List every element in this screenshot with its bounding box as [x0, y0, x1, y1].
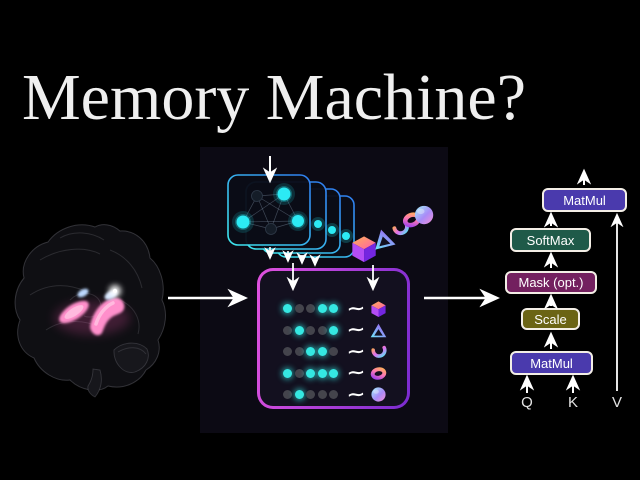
- attention-box-matmul-bottom: MatMul: [510, 351, 593, 375]
- memory-dot-off: [329, 347, 338, 357]
- memory-dot-off: [294, 304, 304, 314]
- memory-association-box: ~~~~~: [257, 268, 410, 409]
- memory-dot-on: [294, 390, 304, 400]
- memory-box-background: ~~~~~: [260, 271, 407, 406]
- memory-dot-on: [283, 304, 292, 314]
- brain-outline: [14, 224, 166, 391]
- memory-dot-on: [329, 368, 338, 378]
- memory-dot-off: [306, 390, 315, 400]
- cube-icon: [370, 301, 386, 318]
- memory-dot-on: [329, 325, 338, 335]
- memory-row: ~: [260, 320, 407, 342]
- attention-box-softmax: SoftMax: [510, 228, 591, 252]
- memory-dot-on: [317, 304, 327, 314]
- memory-dot-off: [283, 325, 292, 335]
- tilde-symbol: ~: [344, 319, 367, 341]
- crescent-icon: [370, 346, 387, 359]
- attention-box-scale: Scale: [521, 308, 580, 330]
- hippocampus-glow: [54, 285, 130, 336]
- memory-row: ~: [260, 341, 407, 363]
- memory-dot-on: [317, 347, 327, 357]
- tilde-symbol: ~: [344, 384, 367, 406]
- attention-box-matmul-top: MatMul: [542, 188, 627, 212]
- tilde-symbol: ~: [344, 362, 367, 384]
- brain-hippocampus-icon: [14, 224, 166, 398]
- input-label-v: V: [611, 394, 622, 411]
- tilde-symbol: ~: [344, 341, 367, 363]
- memory-row: ~: [260, 298, 407, 320]
- memory-dot-off: [306, 304, 315, 314]
- sphere-icon: [370, 387, 386, 402]
- memory-dot-on: [317, 368, 327, 378]
- memory-dot-on: [283, 368, 292, 378]
- input-label-q: Q: [521, 394, 533, 411]
- input-label-k: K: [567, 394, 578, 411]
- memory-dot-off: [294, 368, 304, 378]
- attention-box-mask: Mask (opt.): [505, 271, 597, 294]
- memory-dot-on: [329, 304, 338, 314]
- brain-gyri-lines: [29, 232, 147, 355]
- cerebellum: [113, 342, 149, 373]
- memory-dot-on: [306, 368, 315, 378]
- memory-dot-off: [283, 347, 292, 357]
- memory-dot-on: [294, 325, 304, 335]
- memory-row: ~: [260, 384, 407, 406]
- tilde-symbol: ~: [344, 298, 367, 320]
- memory-dot-off: [317, 325, 327, 335]
- memory-rows: ~~~~~: [260, 271, 407, 406]
- memory-dot-off: [317, 390, 327, 400]
- memory-dot-off: [329, 390, 338, 400]
- memory-dot-off: [294, 347, 304, 357]
- memory-dot-off: [306, 325, 315, 335]
- page-title: Memory Machine?: [22, 61, 526, 134]
- torus-icon: [369, 365, 387, 381]
- memory-row: ~: [260, 363, 407, 385]
- triangle-icon: [370, 323, 386, 337]
- memory-dot-on: [306, 347, 315, 357]
- brainstem: [87, 368, 102, 398]
- memory-dot-off: [283, 390, 292, 400]
